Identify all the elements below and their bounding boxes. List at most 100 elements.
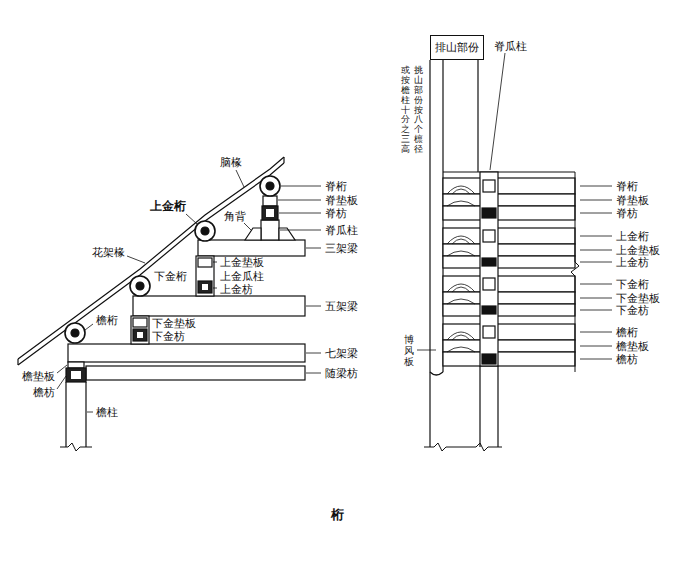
part-label: 或按檐柱十分之三高: [401, 66, 410, 155]
grain-arc: [447, 186, 475, 206]
part-label: 檐枋: [33, 386, 55, 398]
post: [196, 256, 214, 296]
part-label: 三架梁: [325, 242, 358, 254]
grain-arc: [447, 284, 475, 304]
leader-line: [580, 359, 612, 360]
part-label: 脊枋: [616, 207, 638, 219]
rafter-end: [17, 359, 18, 365]
purlin-section: [483, 180, 495, 192]
beam: [68, 344, 305, 362]
tie-section: [482, 306, 496, 314]
purlin: [130, 276, 150, 296]
end-grain: [447, 186, 475, 352]
leader-line: [580, 250, 612, 251]
part-label: 随梁枋: [325, 367, 358, 379]
leader-line: [306, 373, 321, 374]
part-label: 脊桁: [616, 180, 638, 192]
leader-line: [580, 262, 612, 263]
leader-lines: [417, 53, 612, 359]
purlin: [260, 176, 280, 196]
tie-beam: [198, 281, 212, 293]
tie-beam-core: [137, 332, 143, 338]
purlin: [65, 323, 85, 343]
board: [133, 318, 147, 327]
grain-arc: [447, 332, 475, 352]
tie-band: [443, 256, 575, 268]
board: [263, 196, 277, 206]
part-label: 檐垫板: [22, 370, 55, 382]
leader-line: [306, 353, 321, 354]
break-line: [60, 443, 92, 451]
tie-beam-core: [202, 284, 208, 290]
part-label: 上金桁: [150, 200, 186, 212]
tie-section: [482, 258, 496, 266]
leader-line: [281, 186, 321, 187]
part-label: 檐垫板: [616, 340, 649, 352]
board: [68, 362, 84, 368]
leader-line: [186, 214, 197, 224]
leader-line: [127, 256, 145, 263]
brace: [245, 228, 261, 240]
purlin-core: [266, 182, 274, 190]
board-band: [443, 244, 575, 256]
tie-beam: [262, 206, 278, 220]
part-label: 下金桁: [154, 270, 187, 282]
leader-line: [244, 223, 251, 230]
part-label: 脊垫板: [325, 194, 358, 206]
tie-band: [443, 352, 575, 366]
board-band: [443, 340, 575, 352]
part-label: 花架椽: [92, 246, 125, 258]
column: [480, 366, 498, 447]
leader-line: [580, 200, 612, 201]
leader-line: [580, 213, 612, 214]
leader-line: [57, 365, 67, 373]
part-label: 脊桁: [325, 180, 347, 192]
part-label: 上金枋: [220, 283, 253, 295]
leader-line: [85, 324, 93, 330]
purlin-core: [71, 329, 79, 337]
part-label: 下金垫板: [616, 292, 660, 304]
header-text: 排山部份: [431, 36, 483, 59]
beam: [133, 296, 305, 316]
part-label: 上金瓜柱: [220, 270, 264, 282]
post: [131, 316, 149, 344]
leader-line: [580, 186, 612, 187]
part-label: 角背: [224, 210, 246, 222]
leader-line: [306, 306, 321, 307]
leader-line: [580, 332, 612, 333]
purlin-core: [201, 227, 209, 235]
leader-line: [87, 412, 93, 413]
purlin-rows: [443, 178, 575, 366]
leader-line: [417, 350, 436, 351]
barge-board-end: [430, 372, 443, 375]
part-label: 上金桁: [616, 230, 649, 242]
purlin-section: [483, 326, 495, 338]
part-label: 檐柱: [96, 406, 118, 418]
leader-line: [580, 236, 612, 237]
board: [198, 258, 212, 267]
rafter-end: [283, 157, 284, 163]
part-label: 下金枋: [616, 304, 649, 316]
part-label: 上金垫板: [616, 244, 660, 256]
post: [480, 172, 498, 366]
part-label: 檐桁: [96, 314, 118, 326]
ridge-line: [443, 171, 575, 172]
part-label: 脊枋: [325, 207, 347, 219]
leader-line: [580, 310, 612, 311]
part-label: 上金垫板: [220, 256, 264, 268]
tie-band: [443, 206, 575, 220]
beam: [198, 240, 305, 256]
frame-line: [429, 60, 430, 447]
tie-section: [482, 354, 496, 364]
leader-line: [490, 53, 505, 170]
leader-line: [57, 376, 66, 389]
part-label: 檐桁: [616, 326, 638, 338]
rafter-line: [18, 163, 284, 365]
leader-lines: [57, 170, 321, 412]
leader-line: [580, 298, 612, 299]
part-label: 七架梁: [325, 347, 358, 359]
board-band: [443, 194, 575, 206]
